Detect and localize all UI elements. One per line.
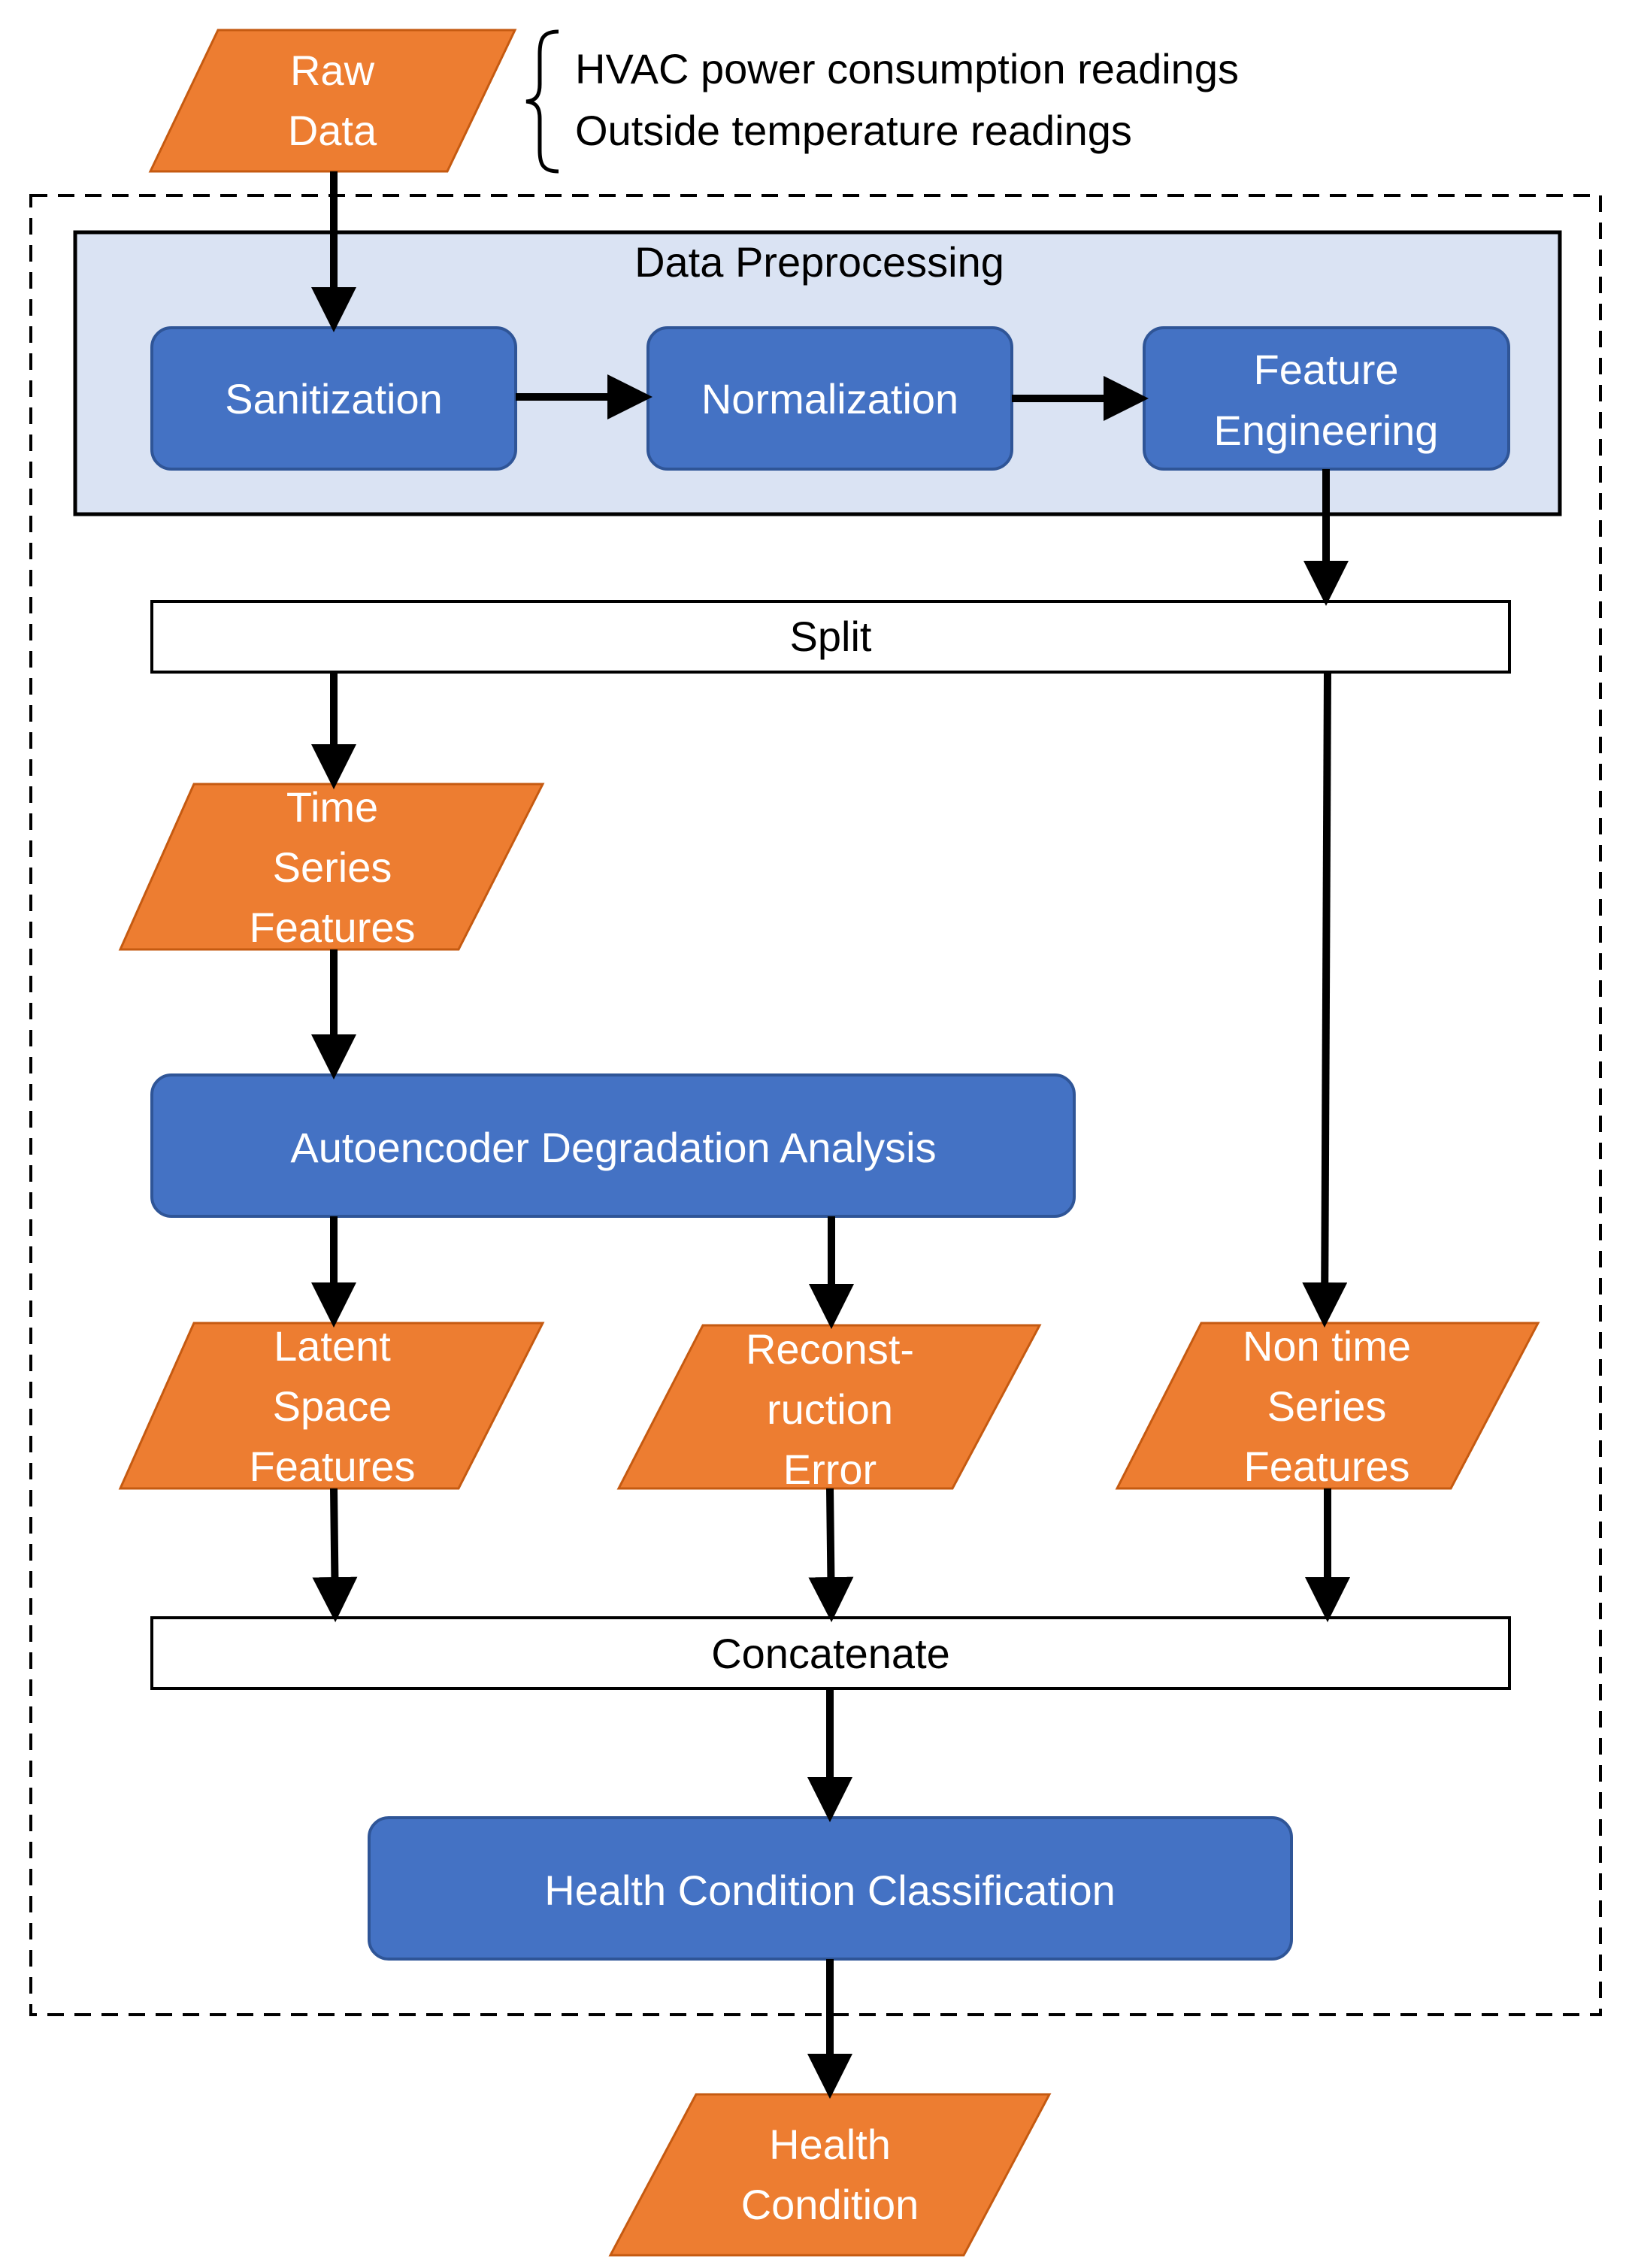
autoencoder-label: Autoencoder Degradation Analysis bbox=[290, 1124, 936, 1171]
concatenate-label: Concatenate bbox=[711, 1630, 950, 1677]
non-time-series-features-line3: Features bbox=[1244, 1443, 1410, 1490]
connector-arrows bbox=[311, 171, 1350, 2099]
split-label: Split bbox=[790, 613, 872, 660]
feature-engineering-box: Feature Engineering bbox=[1143, 326, 1510, 471]
reconstruction-error-line1: Reconst- bbox=[746, 1325, 914, 1373]
non-time-series-features-node: Non time Series Features bbox=[1115, 1322, 1540, 1490]
latent-space-features-line1: Latent bbox=[274, 1322, 391, 1370]
normalization-box: Normalization bbox=[646, 326, 1013, 471]
normalization-label: Normalization bbox=[701, 375, 958, 422]
time-series-features-line2: Series bbox=[273, 843, 392, 891]
reconstruction-error-line3: Error bbox=[783, 1446, 877, 1493]
split-box: Split bbox=[150, 600, 1511, 674]
preprocessing-title: Data Preprocessing bbox=[634, 238, 1004, 286]
raw-data-brace bbox=[525, 29, 559, 174]
arrow-latent-to-concatenate bbox=[312, 1488, 358, 1622]
raw-data-label-line1: Raw bbox=[290, 47, 375, 94]
autoencoder-box: Autoencoder Degradation Analysis bbox=[150, 1073, 1076, 1218]
health-condition-output-node: Health Condition bbox=[608, 2093, 1052, 2257]
time-series-features-line3: Features bbox=[250, 904, 416, 951]
arrow-split-to-non-time-series bbox=[1302, 671, 1348, 1328]
non-time-series-features-line2: Series bbox=[1267, 1382, 1387, 1430]
time-series-features-line1: Time bbox=[286, 783, 378, 831]
classification-label: Health Condition Classification bbox=[544, 1867, 1116, 1914]
feature-engineering-label-line1: Feature bbox=[1254, 346, 1399, 393]
health-condition-output-line1: Health bbox=[769, 2121, 891, 2168]
system-boundary bbox=[29, 194, 1602, 2016]
latent-space-features-node: Latent Space Features bbox=[118, 1322, 545, 1490]
reconstruction-error-node: Reconst- ruction Error bbox=[616, 1324, 1042, 1493]
latent-space-features-line2: Space bbox=[273, 1382, 392, 1430]
sanitization-label: Sanitization bbox=[225, 375, 443, 422]
concatenate-box: Concatenate bbox=[150, 1616, 1511, 1690]
feature-engineering-label-line2: Engineering bbox=[1214, 407, 1439, 454]
non-time-series-features-line1: Non time bbox=[1243, 1322, 1411, 1370]
reconstruction-error-line2: ruction bbox=[767, 1385, 893, 1433]
raw-data-note-temperature: Outside temperature readings bbox=[575, 107, 1132, 154]
raw-data-label-line2: Data bbox=[288, 107, 377, 154]
sanitization-box: Sanitization bbox=[150, 326, 517, 471]
raw-data-note-power: HVAC power consumption readings bbox=[575, 45, 1239, 92]
raw-data-node: Raw Data bbox=[148, 29, 517, 173]
health-condition-output-line2: Condition bbox=[741, 2181, 919, 2228]
classification-box: Health Condition Classification bbox=[368, 1816, 1293, 1961]
latent-space-features-line3: Features bbox=[250, 1443, 416, 1490]
arrow-reconstruction-to-concatenate bbox=[808, 1488, 854, 1622]
time-series-features-node: Time Series Features bbox=[118, 783, 545, 951]
